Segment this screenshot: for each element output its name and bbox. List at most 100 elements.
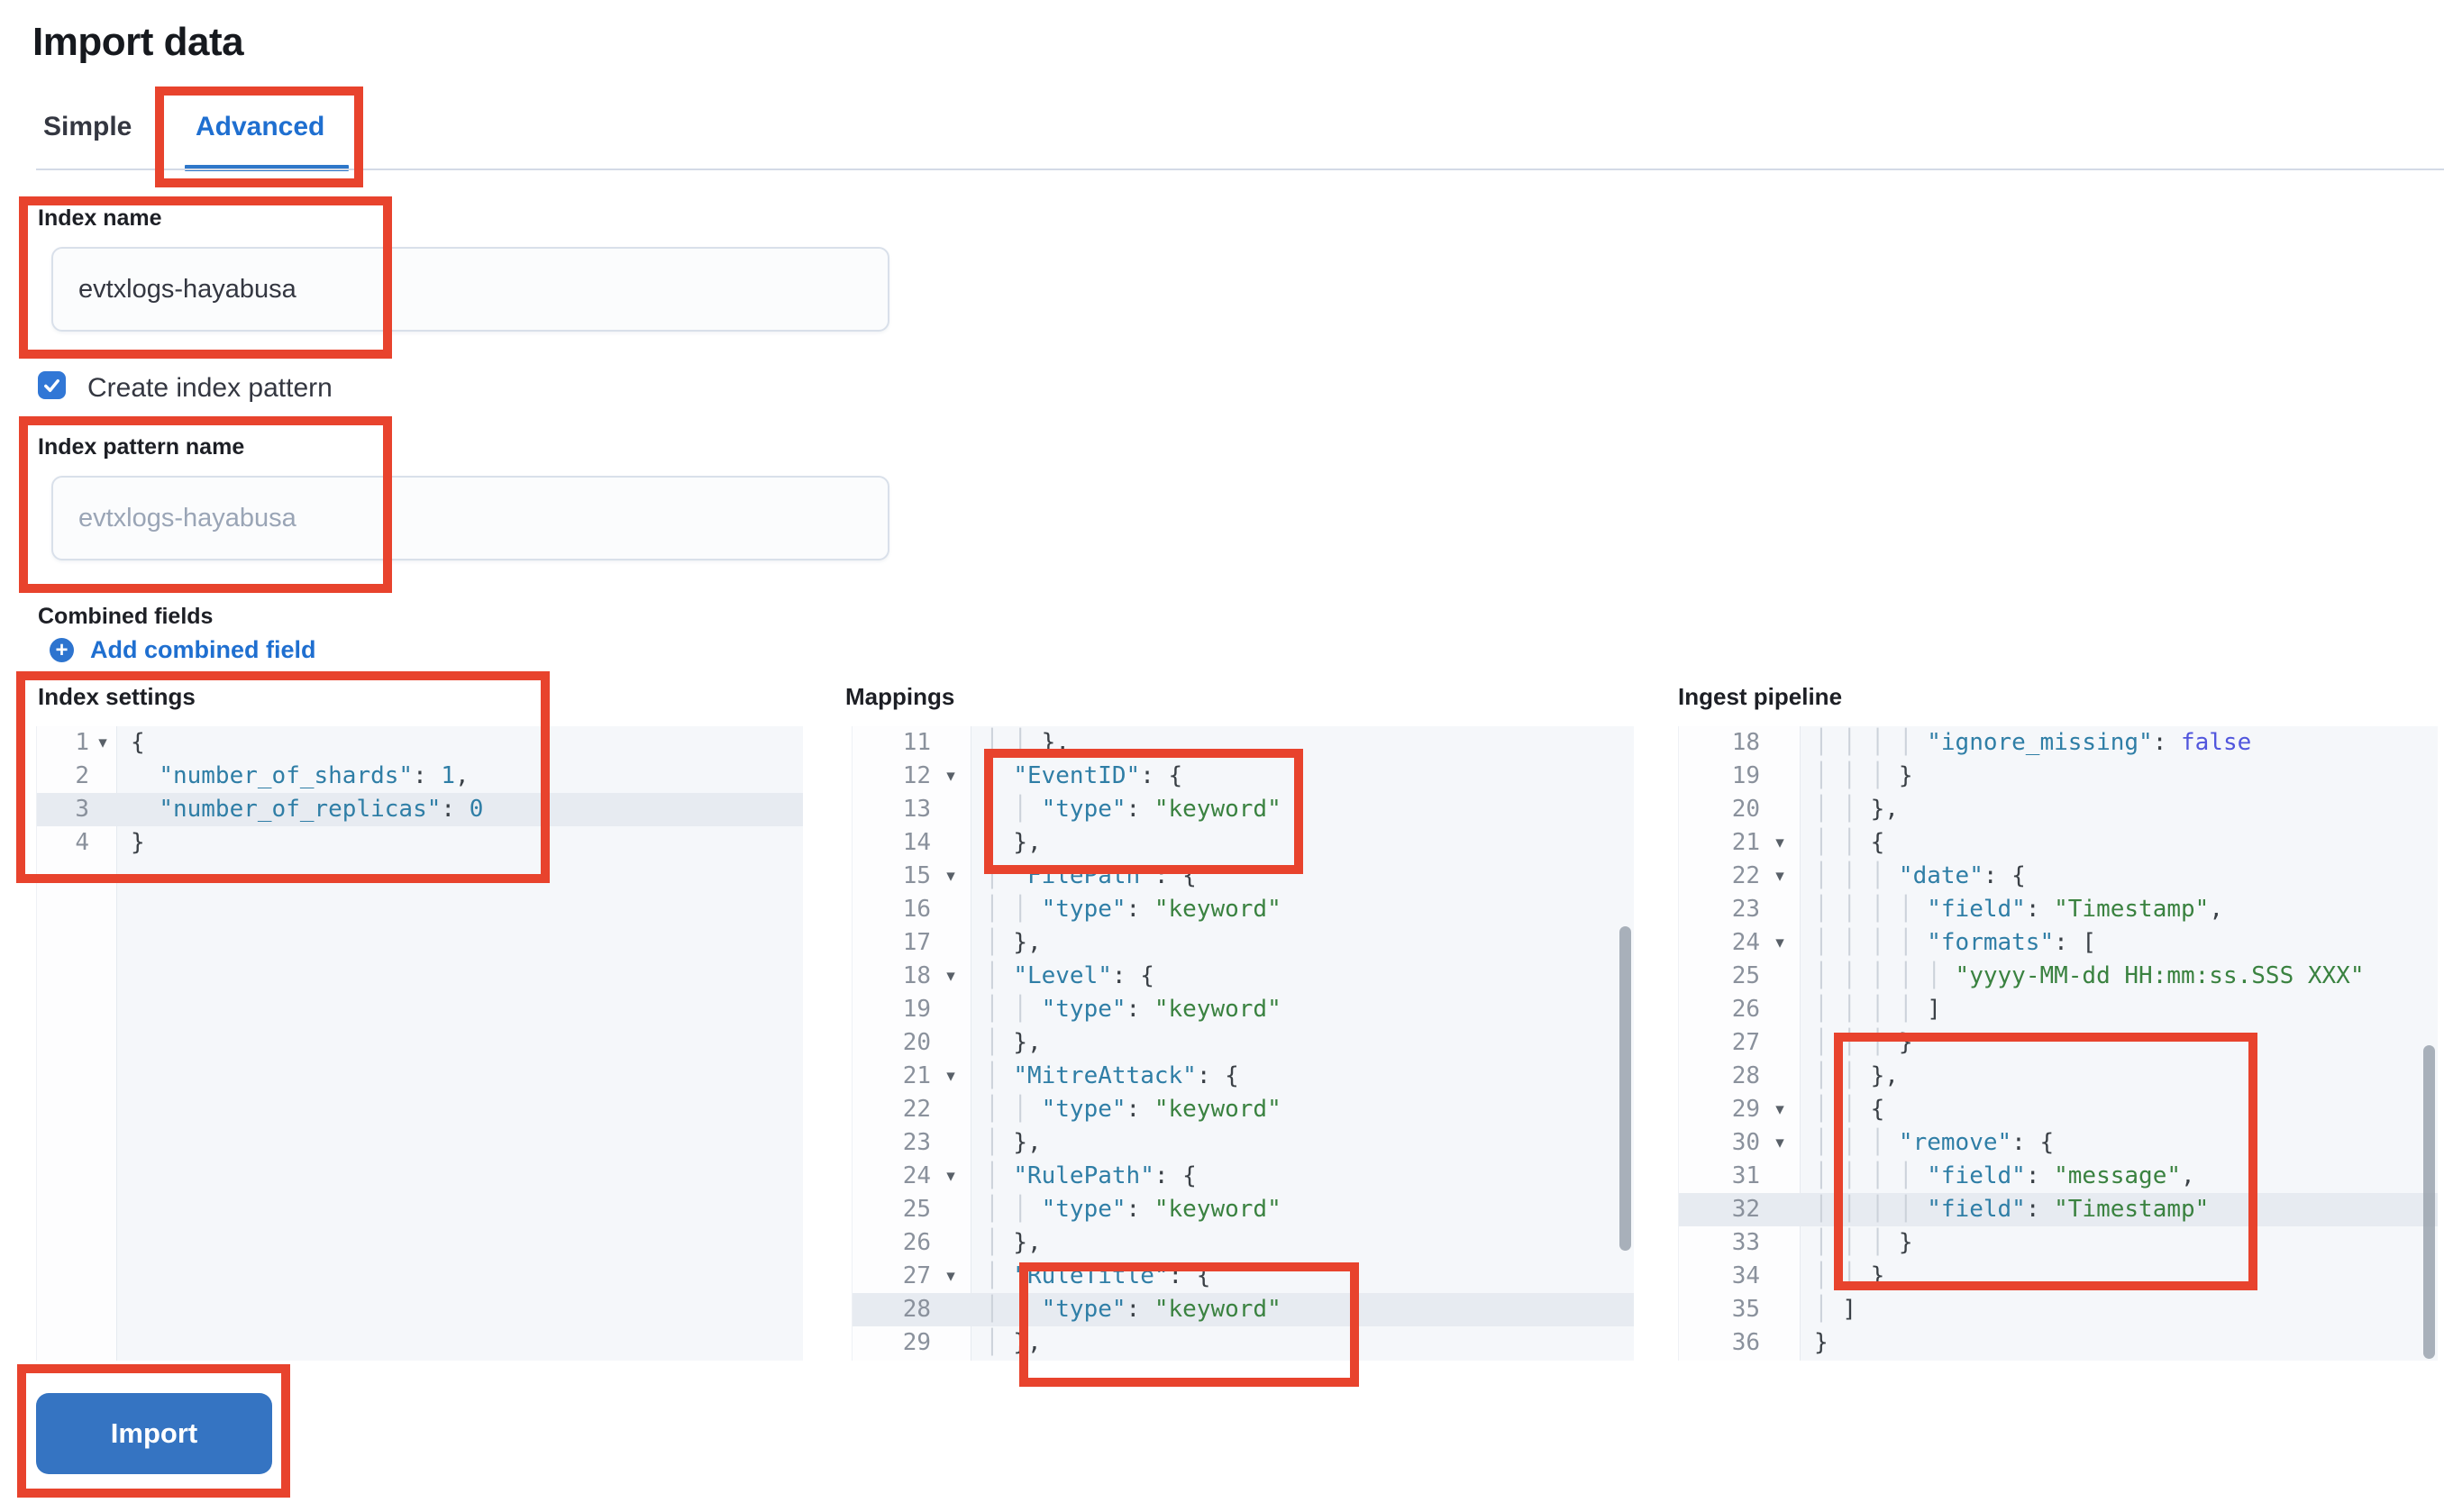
create-index-pattern-checkbox[interactable] bbox=[38, 371, 66, 399]
code-text: │ │ { bbox=[1814, 829, 1885, 856]
code-line: 28 │ │ "type": "keyword" bbox=[853, 1293, 1634, 1326]
line-number: 30 bbox=[1731, 1129, 1760, 1156]
code-line: 22▾│ │ │ "date": { bbox=[1679, 860, 2438, 893]
index-settings-label: Index settings bbox=[38, 683, 196, 710]
checkmark-icon bbox=[44, 378, 59, 392]
code-line: 34│ │ } bbox=[1679, 1260, 2438, 1293]
tabs-divider bbox=[36, 169, 2444, 170]
line-number: 18 bbox=[1731, 729, 1760, 756]
plus-icon: + bbox=[50, 638, 74, 662]
code-text: │ │ "type": "keyword" bbox=[985, 1296, 1281, 1323]
index-name-input[interactable] bbox=[51, 247, 889, 332]
code-text: "number_of_replicas": 0 bbox=[159, 796, 484, 823]
line-number: 4 bbox=[75, 829, 89, 856]
code-line: 3 "number_of_replicas": 0 bbox=[37, 793, 803, 826]
code-text: │ │ "type": "keyword" bbox=[985, 796, 1281, 823]
code-line: 24▾│ "RulePath": { bbox=[853, 1160, 1634, 1193]
mappings-label: Mappings bbox=[845, 683, 955, 710]
line-number: 18 bbox=[902, 962, 931, 989]
line-number: 26 bbox=[902, 1229, 931, 1256]
fold-arrow-icon[interactable]: ▾ bbox=[946, 1167, 955, 1186]
line-number: 2 bbox=[75, 762, 89, 789]
line-number: 14 bbox=[902, 829, 931, 856]
fold-arrow-icon[interactable]: ▾ bbox=[946, 867, 955, 886]
code-line: 23 │ }, bbox=[853, 1126, 1634, 1160]
fold-arrow-icon[interactable]: ▾ bbox=[1775, 934, 1784, 952]
fold-arrow-icon[interactable]: ▾ bbox=[98, 733, 107, 752]
code-line: 19│ │ │ } bbox=[1679, 760, 2438, 793]
line-number: 11 bbox=[902, 729, 931, 756]
code-text: │ "FilePath": { bbox=[985, 862, 1197, 889]
code-line: 35 │ ] bbox=[1679, 1293, 2438, 1326]
code-line: 30 ▾ │ │ │ "remove": { bbox=[1679, 1126, 2438, 1160]
fold-arrow-icon[interactable]: ▾ bbox=[1775, 1134, 1784, 1152]
mappings-editor[interactable]: 11│ │ },12▾│ "EventID": {13│ │ "type": "… bbox=[852, 726, 1634, 1361]
add-combined-field-label: Add combined field bbox=[90, 636, 316, 663]
code-line: 12▾│ "EventID": { bbox=[853, 760, 1634, 793]
code-text: } bbox=[1814, 1329, 1828, 1356]
code-text: │ │ │ "remove": { bbox=[1814, 1129, 2055, 1156]
fold-arrow-icon[interactable]: ▾ bbox=[946, 767, 955, 786]
line-number: 3 bbox=[75, 796, 89, 823]
mappings-scrollbar[interactable] bbox=[1619, 926, 1631, 1251]
code-text: │ │ "type": "keyword" bbox=[985, 896, 1281, 923]
code-line: 18 ▾ │ "Level": { bbox=[853, 960, 1634, 993]
code-text: │ }, bbox=[985, 1229, 1042, 1256]
code-text: │ │ │ "date": { bbox=[1814, 862, 2026, 889]
code-line: 24▾│ │ │ │ "formats": [ bbox=[1679, 926, 2438, 960]
fold-arrow-icon[interactable]: ▾ bbox=[946, 967, 955, 986]
code-text: │ }, bbox=[985, 829, 1042, 856]
line-number: 22 bbox=[902, 1096, 931, 1123]
line-number: 28 bbox=[902, 1296, 931, 1323]
code-text: │ ] bbox=[1814, 1296, 1856, 1323]
code-text: "number_of_shards": 1, bbox=[159, 762, 470, 789]
code-text: │ │ } bbox=[1814, 1262, 1885, 1289]
code-text: │ │ │ │ "ignore_missing": false bbox=[1814, 729, 2252, 756]
code-line: 32│ │ │ │ "field": "Timestamp" bbox=[1679, 1193, 2438, 1226]
code-text: │ }, bbox=[985, 1129, 1042, 1156]
code-line: 23│ │ │ │ "field": "Timestamp", bbox=[1679, 893, 2438, 926]
fold-arrow-icon[interactable]: ▾ bbox=[1775, 867, 1784, 886]
code-text: │ │ { bbox=[1814, 1096, 1885, 1123]
code-line: 28│ │ }, bbox=[1679, 1060, 2438, 1093]
index-settings-editor[interactable]: 1▾{2 "number_of_shards": 1,3 "number_of_… bbox=[36, 726, 803, 1361]
code-text: │ │ "type": "keyword" bbox=[985, 1196, 1281, 1223]
code-line: 16 │ │ "type": "keyword" bbox=[853, 893, 1634, 926]
code-text: │ │ "type": "keyword" bbox=[985, 996, 1281, 1023]
fold-arrow-icon[interactable]: ▾ bbox=[1775, 1100, 1784, 1119]
code-line: 27│ │ │ } bbox=[1679, 1026, 2438, 1060]
code-text: │ │ │ │ "formats": [ bbox=[1814, 929, 2097, 956]
fold-arrow-icon[interactable]: ▾ bbox=[946, 1267, 955, 1286]
add-combined-field-link[interactable]: + Add combined field bbox=[50, 636, 316, 664]
line-number: 23 bbox=[902, 1129, 931, 1156]
fold-arrow-icon[interactable]: ▾ bbox=[946, 1067, 955, 1086]
code-text: │ │ "type": "keyword" bbox=[985, 1096, 1281, 1123]
line-number: 19 bbox=[1731, 762, 1760, 789]
code-line: 33│ │ │ } bbox=[1679, 1226, 2438, 1260]
line-number: 21 bbox=[902, 1062, 931, 1089]
code-line: 36} bbox=[1679, 1326, 2438, 1360]
code-line: 25│ │ "type": "keyword" bbox=[853, 1193, 1634, 1226]
line-number: 25 bbox=[1731, 962, 1760, 989]
tab-simple[interactable]: Simple bbox=[43, 112, 132, 141]
line-number: 16 bbox=[902, 896, 931, 923]
code-line: 29▾│ │ { bbox=[1679, 1093, 2438, 1126]
code-text: │ │ │ │ "field": "Timestamp" bbox=[1814, 1196, 2210, 1223]
line-number: 33 bbox=[1731, 1229, 1760, 1256]
create-index-pattern-label: Create index pattern bbox=[87, 373, 333, 403]
ingest-pipeline-scrollbar[interactable] bbox=[2423, 1045, 2435, 1359]
fold-arrow-icon[interactable]: ▾ bbox=[1775, 833, 1784, 852]
tab-advanced[interactable]: Advanced bbox=[196, 112, 325, 141]
code-text: │ │ }, bbox=[1814, 796, 1899, 823]
line-number: 27 bbox=[902, 1262, 931, 1289]
import-button[interactable]: Import bbox=[36, 1393, 272, 1474]
line-number: 35 bbox=[1731, 1296, 1760, 1323]
code-text: │ "Level": { bbox=[985, 962, 1154, 989]
index-pattern-name-input[interactable] bbox=[51, 476, 889, 560]
code-line: 26 │ }, bbox=[853, 1226, 1634, 1260]
code-line: 19│ │ "type": "keyword" bbox=[853, 993, 1634, 1026]
gutter bbox=[37, 726, 117, 1361]
code-text: │ │ │ │ "field": "Timestamp", bbox=[1814, 896, 2223, 923]
code-text: { bbox=[131, 729, 145, 756]
